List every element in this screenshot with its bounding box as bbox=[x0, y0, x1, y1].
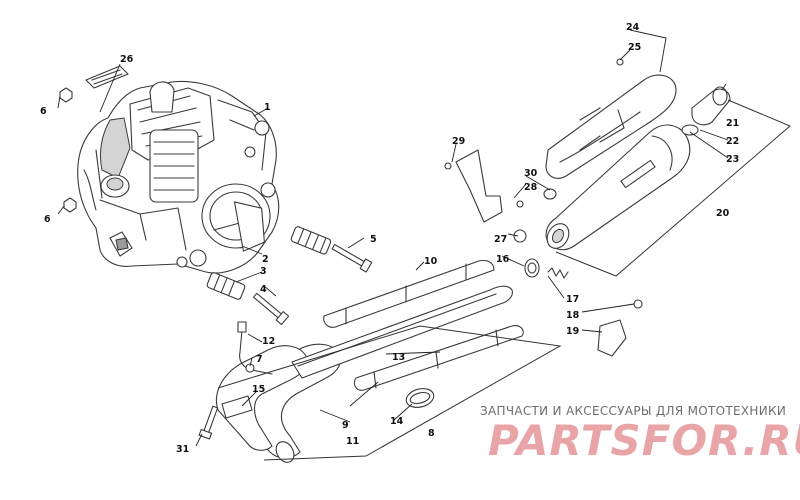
exhaust-stud bbox=[198, 405, 219, 440]
callout-21: 21 bbox=[726, 118, 739, 129]
callout-2: 2 bbox=[262, 254, 269, 265]
gasket bbox=[524, 258, 540, 278]
muffler-shield bbox=[545, 74, 677, 179]
bolt-lower bbox=[253, 292, 290, 326]
callout-6-upper: 6 bbox=[40, 106, 47, 117]
watermark-logo: PARTSFOR.RU bbox=[488, 416, 800, 465]
mid-pipe bbox=[291, 285, 513, 379]
shield-screw bbox=[616, 58, 624, 66]
tailpipe bbox=[691, 86, 731, 126]
callout-18: 18 bbox=[566, 310, 580, 321]
mount-bracket bbox=[455, 149, 503, 223]
callout-5: 5 bbox=[370, 234, 377, 245]
callout-13: 13 bbox=[392, 352, 405, 363]
callout-24: 24 bbox=[626, 22, 640, 33]
callout-3: 3 bbox=[260, 266, 267, 277]
callout-26: 26 bbox=[120, 54, 134, 65]
nut-lower bbox=[63, 197, 77, 213]
callout-20: 20 bbox=[716, 208, 730, 219]
nut-upper bbox=[59, 87, 73, 103]
spring bbox=[547, 267, 569, 279]
heat-shield-upper bbox=[323, 259, 495, 328]
sensor-clip bbox=[245, 363, 255, 373]
callout-23: 23 bbox=[726, 154, 739, 165]
heat-shield-lower bbox=[353, 325, 524, 391]
callout-12: 12 bbox=[262, 336, 275, 347]
callout-6-lower: 6 bbox=[44, 214, 51, 225]
hanger-bracket bbox=[597, 319, 627, 357]
label-plate bbox=[85, 65, 129, 89]
callout-1: 1 bbox=[264, 102, 271, 113]
callout-14: 14 bbox=[390, 416, 404, 427]
callout-19: 19 bbox=[566, 326, 579, 337]
exhaust-flange bbox=[221, 395, 253, 419]
callout-15: 15 bbox=[252, 384, 265, 395]
callout-22: 22 bbox=[726, 136, 739, 147]
engine-assembly bbox=[77, 81, 280, 274]
callout-17: 17 bbox=[566, 294, 579, 305]
muffler bbox=[545, 124, 691, 251]
callout-27: 27 bbox=[494, 234, 507, 245]
callout-25: 25 bbox=[628, 42, 641, 53]
callout-16: 16 bbox=[496, 254, 510, 265]
callout-29: 29 bbox=[452, 136, 465, 147]
bolt-upper bbox=[331, 243, 373, 273]
callout-10: 10 bbox=[424, 256, 438, 267]
sleeve-lower bbox=[206, 272, 246, 300]
callout-11: 11 bbox=[346, 436, 359, 447]
watermark-caption: ЗАПЧАСТИ И АКСЕССУАРЫ ДЛЯ МОТОТЕХНИКИ bbox=[480, 404, 787, 418]
callout-7: 7 bbox=[256, 354, 263, 365]
callout-labels: 1 2 3 4 5 6 6 7 8 9 10 11 12 13 14 15 16… bbox=[40, 22, 739, 455]
callout-30: 30 bbox=[524, 168, 538, 179]
callout-8: 8 bbox=[428, 428, 435, 439]
watermark: ЗАПЧАСТИ И АКСЕССУАРЫ ДЛЯ МОТОТЕХНИКИ PA… bbox=[470, 404, 800, 464]
tailpipe-gasket bbox=[681, 124, 699, 136]
callout-31: 31 bbox=[176, 444, 189, 455]
callout-28: 28 bbox=[524, 182, 538, 193]
callout-4: 4 bbox=[260, 284, 267, 295]
sleeve-upper bbox=[290, 226, 332, 255]
callout-9: 9 bbox=[342, 420, 349, 431]
